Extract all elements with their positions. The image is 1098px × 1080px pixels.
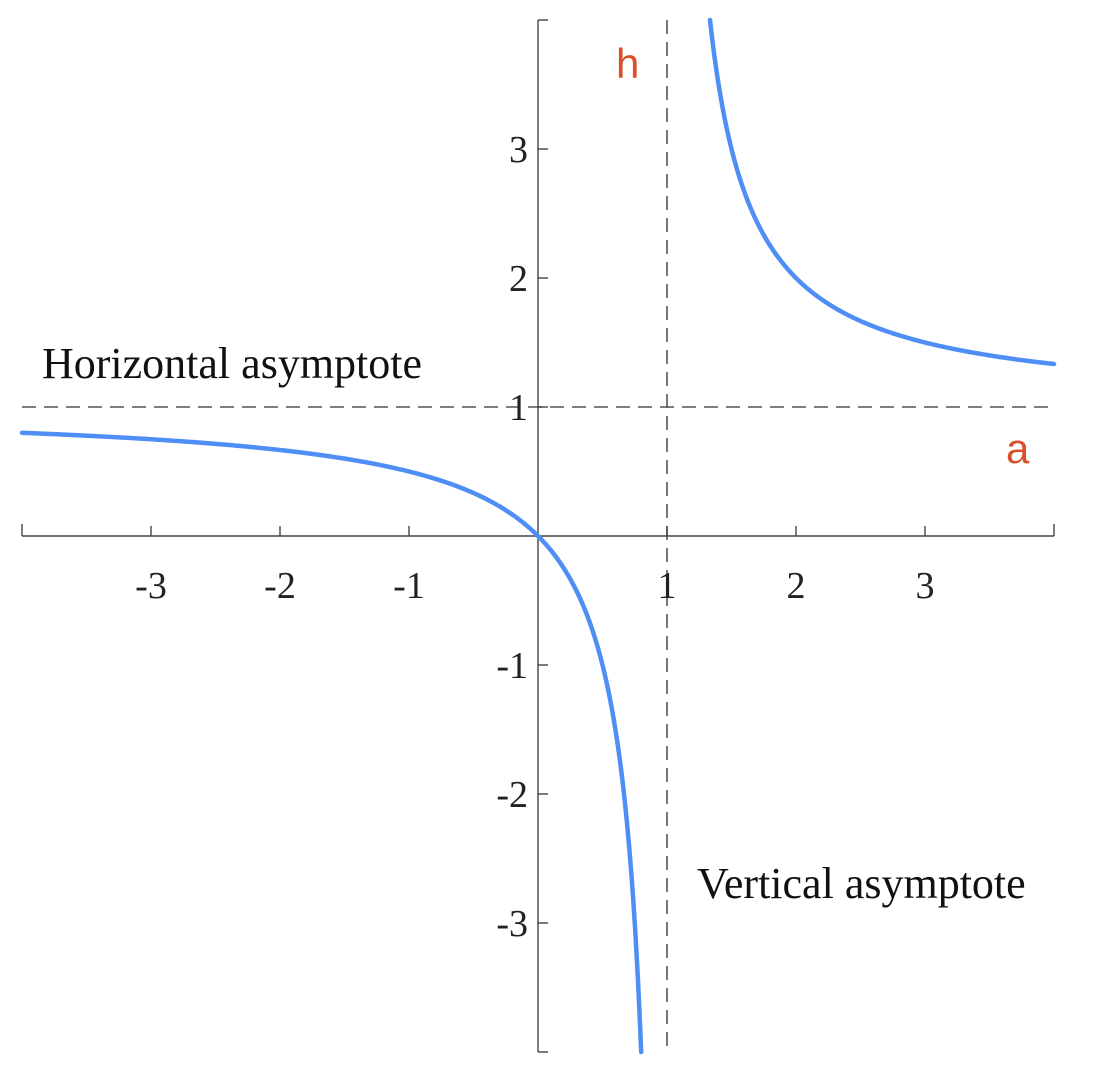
axis-layer: -3 -2 -1 1 2 3 -3 -2 -1 1 2 3	[21, 19, 1055, 1053]
y-tick-label: 2	[509, 258, 528, 300]
y-tick-label: -1	[496, 645, 528, 687]
y-tick-label: -3	[496, 903, 528, 945]
x-tick-label: 1	[658, 565, 677, 607]
x-tick-label: -3	[135, 565, 167, 607]
x-tick-label: 3	[916, 565, 935, 607]
y-tick-label: 3	[509, 129, 528, 171]
curve-right-branch	[707, 17, 1057, 367]
curve-left-branch	[19, 430, 644, 1055]
a-label: a	[1006, 425, 1030, 472]
h-label: h	[616, 40, 639, 87]
x-tick-label: -1	[393, 565, 425, 607]
y-tick-label: 1	[509, 387, 528, 429]
vertical-asymptote-label: Vertical asymptote	[697, 859, 1026, 908]
curve-layer	[19, 17, 1057, 1055]
label-layer: Horizontal asymptote Vertical asymptote …	[42, 40, 1030, 908]
horizontal-asymptote-label: Horizontal asymptote	[42, 339, 422, 388]
x-tick-label: 2	[787, 565, 806, 607]
y-tick-label: -2	[496, 774, 528, 816]
x-tick-label: -2	[264, 565, 296, 607]
